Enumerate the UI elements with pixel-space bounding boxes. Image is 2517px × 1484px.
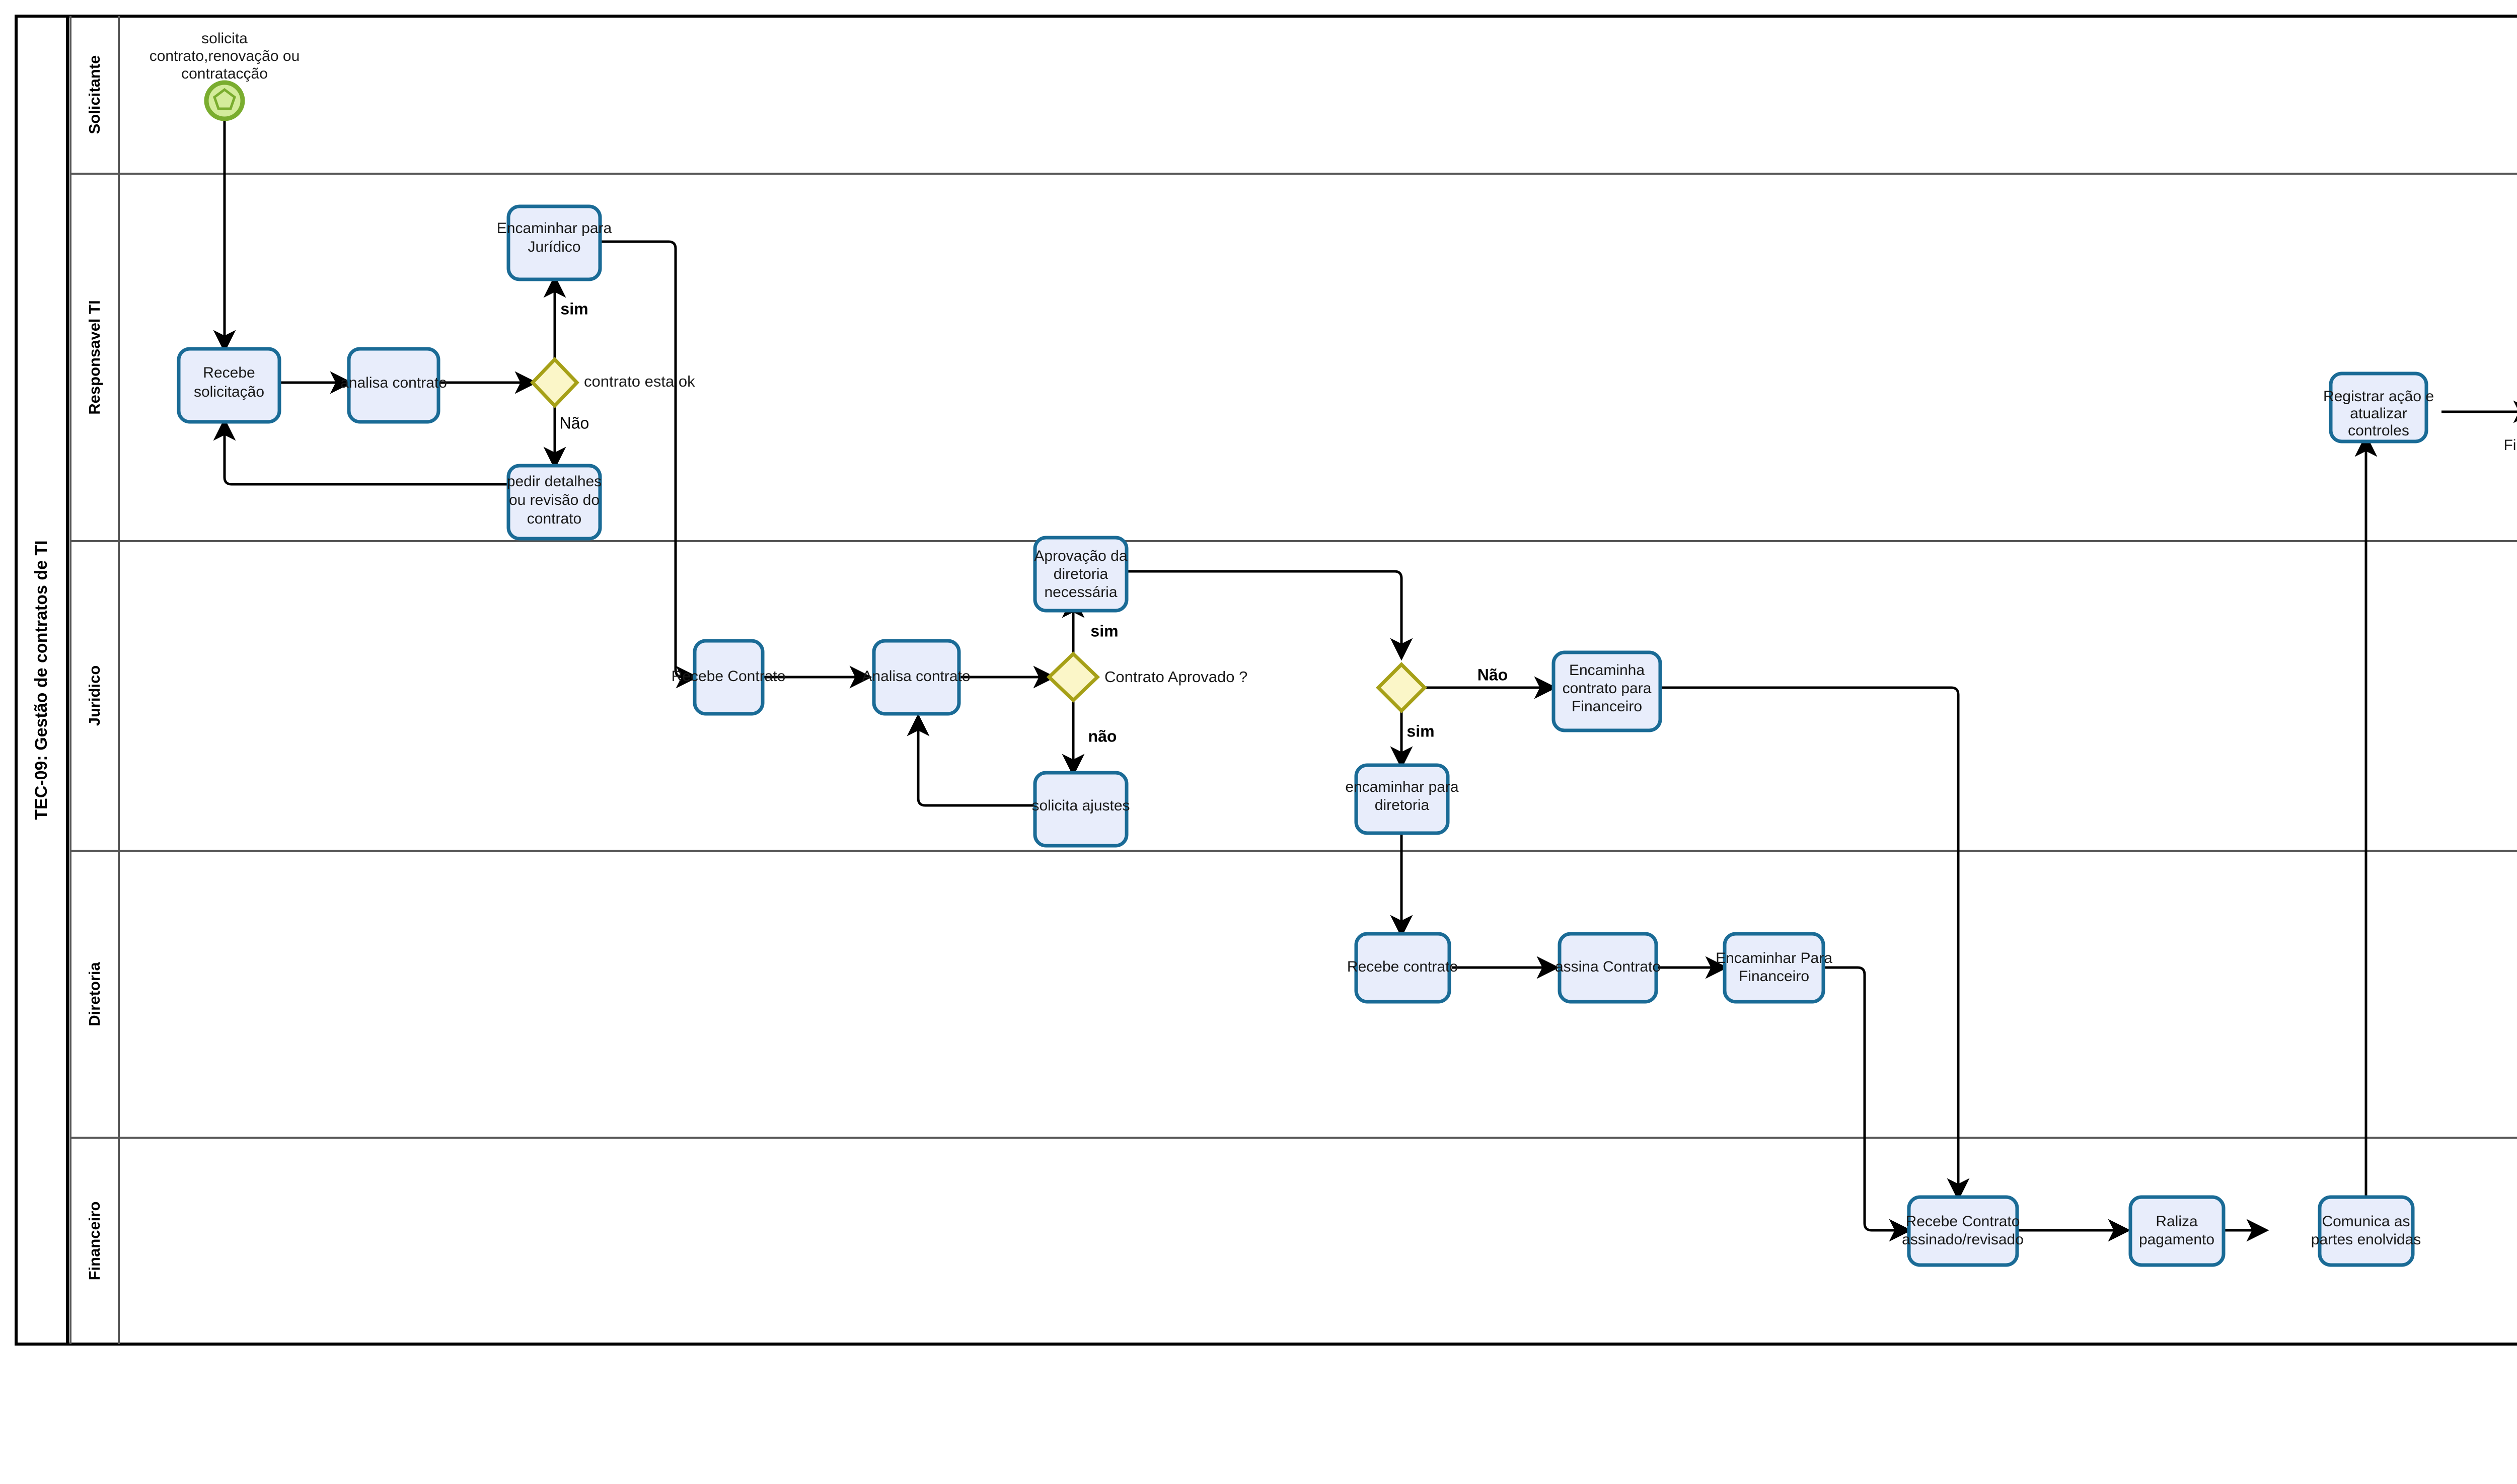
lane-label-solicitante: Solicitante <box>86 55 103 134</box>
task-label: assina Contrato <box>1555 958 1661 975</box>
task-encaminhar-para-financeiro[interactable]: Encaminhar Para Financeiro <box>1716 932 1832 1004</box>
task-label: partes enolvidas <box>2311 1231 2421 1248</box>
task-recebe-contrato-diretoria[interactable]: Recebe contrato <box>1347 932 1458 1004</box>
task-label: Recebe contrato <box>1347 958 1458 975</box>
task-label: contrato para <box>1563 680 1652 697</box>
gateway-aprovacao-diretoria[interactable] <box>1376 662 1427 713</box>
task-label: Jurídico <box>528 239 580 255</box>
task-assina-contrato[interactable]: assina Contrato <box>1555 932 1661 1004</box>
flow-label-gw3-nao: Não <box>1477 665 1508 684</box>
task-aprovacao-diretoria[interactable]: Aprovação da diretoria necessária <box>1033 536 1129 613</box>
gateway-label: Contrato Aprovado ? <box>1104 668 1247 686</box>
task-label: solicita ajustes <box>1031 797 1130 814</box>
task-label: Comunica as <box>2322 1213 2410 1230</box>
flow-encaminhar-juridico-to-recebe-contrato <box>600 240 699 689</box>
task-label: Financeiro <box>1572 698 1642 715</box>
task-encaminha-contrato-financeiro[interactable]: Encaminha contrato para Financeiro <box>1551 650 1662 732</box>
task-analisa-contrato-ti[interactable]: analisa contrato <box>340 347 447 424</box>
lane-label-responsavel-ti: Responsavel TI <box>86 300 103 414</box>
pool-outline <box>15 15 2517 1346</box>
start-event-label-line3: contratacção <box>181 65 268 82</box>
sequence-flows <box>213 118 2517 1242</box>
flow-pedir-detalhes-loopback <box>213 418 508 486</box>
pool: TEC-09: Gestão de contratos de TI Solici… <box>15 15 2517 1346</box>
task-label: contrato <box>527 510 581 527</box>
task-recebe-solicitacao[interactable]: Recebe solicitação <box>177 347 281 424</box>
task-label: Recebe Contrato <box>1906 1213 2020 1230</box>
task-label: Registrar ação e <box>2323 388 2434 405</box>
task-label: atualizar <box>2350 405 2407 422</box>
gateway-contrato-aprovado[interactable]: Contrato Aprovado ? <box>1046 651 1247 703</box>
exclusive-gateway-icon[interactable] <box>1046 651 1100 703</box>
task-encaminhar-para-juridico[interactable]: Encaminhar para Jurídico <box>497 204 612 281</box>
flow-label-gw3-sim: sim <box>1406 722 1434 740</box>
task-label: Recebe <box>203 364 255 381</box>
task-recebe-contrato-juridico[interactable]: Recebe Contrato <box>672 639 786 716</box>
task-label: Analisa contrato <box>862 668 970 685</box>
end-event-label: Fim do Processo <box>2503 437 2517 454</box>
task-label: assinado/revisado <box>1902 1231 2024 1248</box>
task-label: diretoria <box>1375 797 1430 813</box>
task-label: Aprovação da <box>1034 548 1127 564</box>
start-event-group[interactable]: solicita contrato,renovação ou contratac… <box>150 30 300 121</box>
task-label: Encaminhar para <box>497 220 612 237</box>
task-label: encaminhar para <box>1345 779 1458 795</box>
task-label: necessária <box>1044 584 1117 601</box>
task-label: Financeiro <box>1739 968 1809 985</box>
task-comunica-partes[interactable]: Comunica as partes enolvidas <box>2311 1195 2421 1267</box>
task-label: pagamento <box>2139 1231 2214 1248</box>
pool-title: TEC-09: Gestão de contratos de TI <box>32 540 51 820</box>
task-label: pedir detalhes <box>507 473 602 490</box>
flow-encaminhar-financeiro-to-recebe-assinado <box>1822 966 1912 1242</box>
flow-label-gw2-nao: não <box>1088 727 1117 745</box>
lane-label-juridico: Juridico <box>86 665 103 726</box>
task-pedir-detalhes[interactable]: pedir detalhes ou revisão do contrato <box>506 464 602 541</box>
multiple-pentagon-icon <box>213 88 236 110</box>
start-event-label-line2: contrato,renovação ou <box>150 48 300 64</box>
task-encaminhar-para-diretoria[interactable]: encaminhar para diretoria <box>1345 763 1459 835</box>
task-label: controles <box>2348 422 2409 439</box>
task-label: diretoria <box>1054 566 1108 582</box>
task-label: Encaminhar Para <box>1716 950 1832 967</box>
exclusive-gateway-icon[interactable] <box>1376 662 1427 713</box>
flow-encaminha-contrato-financeiro-down <box>1660 686 1970 1201</box>
flow-solicita-ajustes-loopback <box>907 713 1034 807</box>
task-label: Recebe Contrato <box>672 668 786 685</box>
task-analisa-contrato-juridico[interactable]: Analisa contrato <box>862 639 971 716</box>
gateway-label: contrato esta ok <box>584 373 695 390</box>
flow-label-gw2-sim: sim <box>1090 622 1118 640</box>
lane-label-financeiro: Financeiro <box>86 1202 103 1281</box>
gateway-contrato-esta-ok[interactable]: contrato esta ok <box>530 356 695 409</box>
task-registrar-acao[interactable]: Registrar ação e atualizar controles <box>2323 372 2434 443</box>
task-label: analisa contrato <box>340 375 447 391</box>
flow-labels: sim Não sim não Não sim <box>560 300 1508 745</box>
task-label: Raliza <box>2156 1213 2198 1230</box>
flow-label-gw1-nao: Não <box>560 414 589 432</box>
flow-aprovacao-to-gw3 <box>1127 570 1413 661</box>
flow-label-gw1-sim: sim <box>560 300 588 318</box>
task-recebe-contrato-assinado[interactable]: Recebe Contrato assinado/revisado <box>1902 1195 2024 1267</box>
task-label: ou revisão do <box>509 492 600 508</box>
exclusive-gateway-icon[interactable] <box>530 356 579 409</box>
task-label: Encaminha <box>1569 662 1645 679</box>
task-label: solicitação <box>194 384 264 400</box>
start-event-label-line1: solicita <box>201 30 248 47</box>
lane-label-diretoria: Diretoria <box>86 962 103 1026</box>
task-solicita-ajustes[interactable]: solicita ajustes <box>1031 771 1130 848</box>
end-event-group[interactable]: Fim do Processo <box>2503 393 2517 454</box>
task-raliza-pagamento[interactable]: Raliza pagamento <box>2128 1195 2226 1267</box>
